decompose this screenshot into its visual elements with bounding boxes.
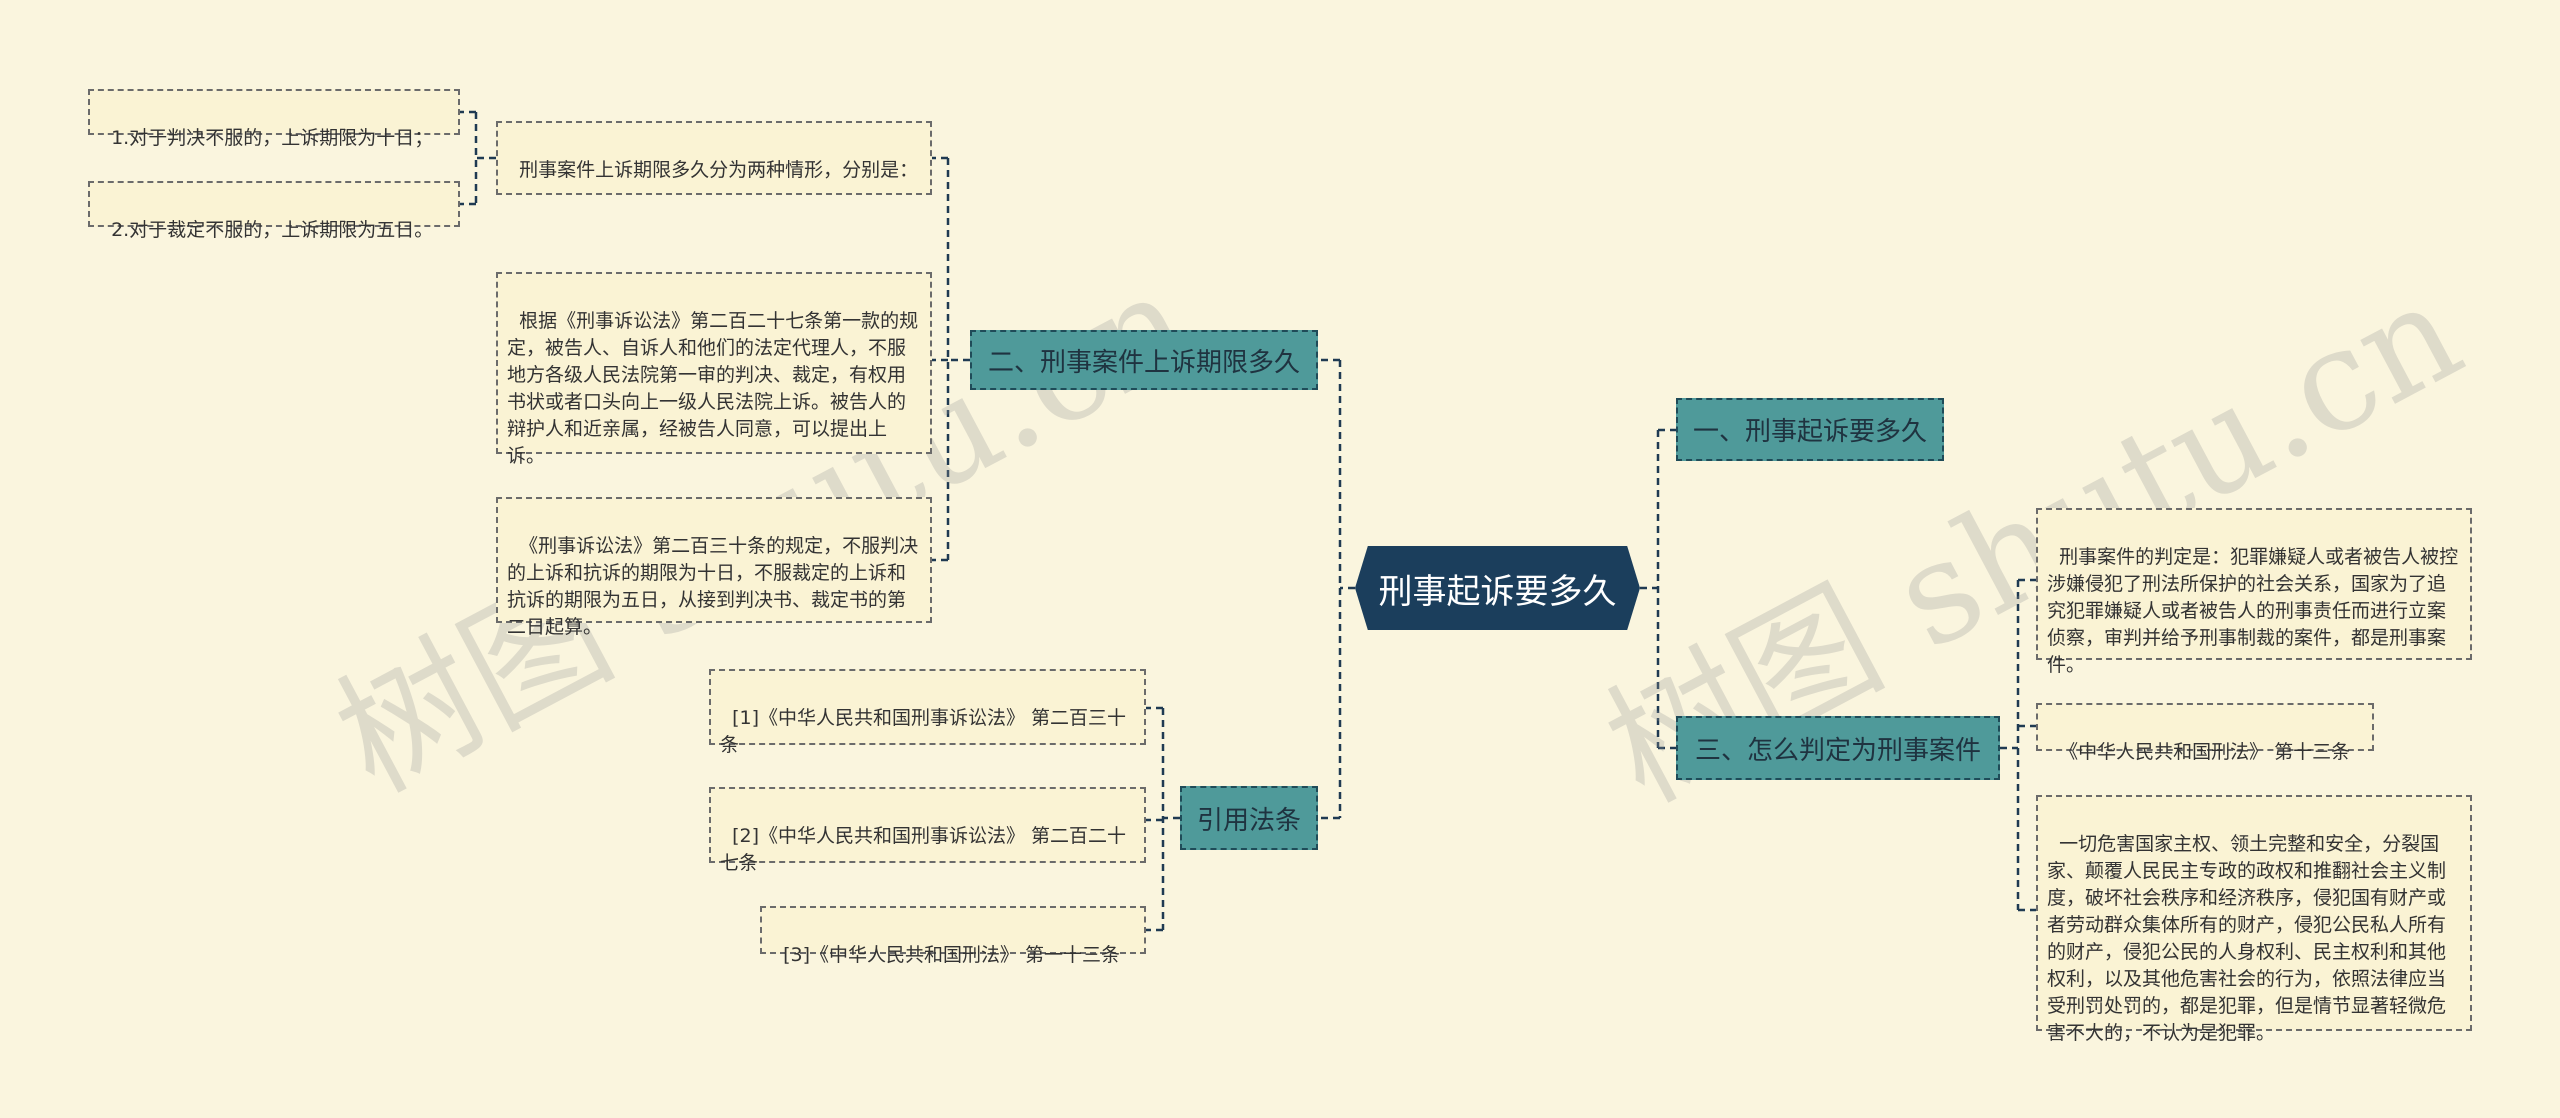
leaf-definition-text: 刑事案件的判定是：犯罪嫌疑人或者被告人被控涉嫌侵犯了刑法所保护的社会关系，国家为… bbox=[2047, 546, 2459, 676]
leaf-two-cases-text: 刑事案件上诉期限多久分为两种情形，分别是： bbox=[519, 159, 919, 181]
branch-how-long-label: 一、刑事起诉要多久 bbox=[1692, 417, 1927, 447]
branch-how-long[interactable]: 一、刑事起诉要多久 bbox=[1676, 398, 1944, 461]
leaf-case-1-text: 1.对于判决不服的，上诉期限为十日； bbox=[111, 127, 434, 149]
leaf-case-2-text: 2.对于裁定不服的，上诉期限为五日。 bbox=[111, 219, 434, 241]
leaf-definition: 刑事案件的判定是：犯罪嫌疑人或者被告人被控涉嫌侵犯了刑法所保护的社会关系，国家为… bbox=[2036, 508, 2472, 676]
branch-determine[interactable]: 三、怎么判定为刑事案件 bbox=[1676, 716, 2000, 780]
reference-item-2: [2]《中华人民共和国刑事诉讼法》 第二百二十七条 bbox=[709, 787, 1146, 874]
branch-references-label: 引用法条 bbox=[1196, 805, 1301, 836]
reference-item-3-text: [3]《中华人民共和国刑法》 第一十三条 bbox=[783, 944, 1121, 966]
branch-references[interactable]: 引用法条 bbox=[1180, 786, 1318, 850]
leaf-article-230-text: 《刑事诉讼法》第二百三十条的规定，不服判决的上诉和抗诉的期限为十日，不服裁定的上… bbox=[507, 535, 919, 638]
root-node[interactable]: 刑事起诉要多久 bbox=[1355, 546, 1640, 630]
leaf-case-1: 1.对于判决不服的，上诉期限为十日； bbox=[88, 89, 460, 149]
branch-appeal-period[interactable]: 二、刑事案件上诉期限多久 bbox=[970, 330, 1318, 390]
leaf-article-227: 根据《刑事诉讼法》第二百二十七条第一款的规定，被告人、自诉人和他们的法定代理人，… bbox=[496, 272, 932, 467]
leaf-law-text-content: 一切危害国家主权、领土完整和安全，分裂国家、颠覆人民民主专政的政权和推翻社会主义… bbox=[2047, 833, 2447, 1044]
branch-determine-label: 三、怎么判定为刑事案件 bbox=[1694, 735, 1981, 766]
root-label: 刑事起诉要多久 bbox=[1378, 571, 1617, 612]
leaf-two-cases: 刑事案件上诉期限多久分为两种情形，分别是： bbox=[496, 121, 932, 195]
branch-appeal-period-label: 二、刑事案件上诉期限多久 bbox=[987, 347, 1300, 378]
reference-item-3: [3]《中华人民共和国刑法》 第一十三条 bbox=[760, 906, 1146, 966]
reference-item-1-text: [1]《中华人民共和国刑事诉讼法》 第二百三十条 bbox=[720, 707, 1127, 756]
leaf-case-2: 2.对于裁定不服的，上诉期限为五日。 bbox=[88, 181, 460, 241]
leaf-law-text: 一切危害国家主权、领土完整和安全，分裂国家、颠覆人民民主专政的政权和推翻社会主义… bbox=[2036, 795, 2472, 1044]
leaf-article-227-text: 根据《刑事诉讼法》第二百二十七条第一款的规定，被告人、自诉人和他们的法定代理人，… bbox=[507, 310, 919, 467]
leaf-law-reference-text: 《中华人民共和国刑法》 第十三条 bbox=[2059, 741, 2351, 763]
leaf-law-reference: 《中华人民共和国刑法》 第十三条 bbox=[2036, 703, 2374, 763]
reference-item-1: [1]《中华人民共和国刑事诉讼法》 第二百三十条 bbox=[709, 669, 1146, 756]
reference-item-2-text: [2]《中华人民共和国刑事诉讼法》 第二百二十七条 bbox=[720, 825, 1127, 874]
leaf-article-230: 《刑事诉讼法》第二百三十条的规定，不服判决的上诉和抗诉的期限为十日，不服裁定的上… bbox=[496, 497, 932, 638]
